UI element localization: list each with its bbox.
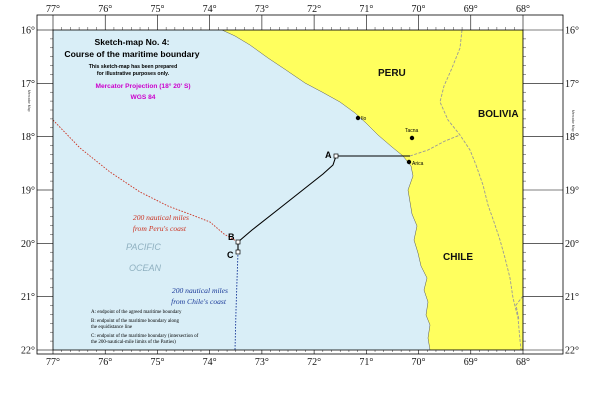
longitude-label-top: 76° xyxy=(98,4,112,15)
latitude-label-left: 20° xyxy=(21,239,35,250)
latitude-label-left: 16° xyxy=(21,26,35,37)
longitude-label-top: 71° xyxy=(359,4,373,15)
latitude-label-left: 22° xyxy=(21,346,35,357)
city-label-arica: Arica xyxy=(412,161,424,167)
bolivia-chile-border xyxy=(475,164,522,350)
longitude-label-top: 73° xyxy=(255,4,269,15)
point-c-marker xyxy=(235,249,241,255)
latitude-label-right: 21° xyxy=(565,292,579,303)
latitude-label-left: 17° xyxy=(21,79,35,90)
note-line-2: for illustrative purposes only. xyxy=(97,71,170,77)
side-label-right: Mercator Map xyxy=(571,110,575,132)
map-title: Sketch-map No. 4: xyxy=(95,37,170,47)
arica-marker xyxy=(406,159,412,165)
map-subtitle: Course of the maritime boundary xyxy=(64,49,199,59)
latitude-label-right: 19° xyxy=(565,186,579,197)
projection-label: Mercator Projection (18° 20' S) xyxy=(95,82,190,90)
chile-200nm-limit xyxy=(234,251,239,350)
ilo-marker xyxy=(355,115,361,121)
longitude-label-top: 72° xyxy=(307,4,321,15)
point-b-label: B xyxy=(228,232,235,242)
peru-bolivia-border xyxy=(439,30,477,166)
latitude-label-right: 22° xyxy=(565,346,579,357)
latitude-label-left: 21° xyxy=(21,292,35,303)
peru-limit-label-line1: 200 nautical miles xyxy=(133,213,189,222)
chile-argentina-border xyxy=(515,295,523,321)
longitude-label-top: 75° xyxy=(150,4,164,15)
longitude-label-top: 68° xyxy=(516,4,530,15)
longitude-label-top: 74° xyxy=(203,4,217,15)
latitude-label-right: 18° xyxy=(565,132,579,143)
legend-c-line1: C: endpoint of the maritime boundary (in… xyxy=(91,334,199,339)
map-area xyxy=(53,30,523,350)
tacna-marker xyxy=(409,135,415,141)
longitude-label-top: 77° xyxy=(46,4,60,15)
longitude-label-bottom: 69° xyxy=(464,357,478,368)
note-line-1: This sketch-map has been prepared xyxy=(89,64,178,70)
legend-b-line1: B: endpoint of the maritime boundary alo… xyxy=(91,319,180,324)
country-label-bolivia: BOLIVIA xyxy=(478,109,519,120)
ocean-label-line2: OCEAN xyxy=(129,263,162,273)
peru-chile-border xyxy=(409,134,461,157)
longitude-label-bottom: 70° xyxy=(412,357,426,368)
longitude-label-top: 69° xyxy=(464,4,478,15)
datum-label: WGS 84 xyxy=(131,94,156,101)
point-a-label: A xyxy=(325,150,332,160)
longitude-label-bottom: 76° xyxy=(98,357,112,368)
city-label-tacna: Tacna xyxy=(405,128,419,134)
point-c-label: C xyxy=(227,250,234,260)
latitude-label-right: 16° xyxy=(565,26,579,37)
longitude-label-bottom: 77° xyxy=(46,357,60,368)
latitude-label-right: 20° xyxy=(565,239,579,250)
latitude-label-left: 18° xyxy=(21,132,35,143)
ocean-label-line1: PACIFIC xyxy=(126,242,161,252)
legend-b-line2: the equidistance line xyxy=(91,325,133,330)
latitude-label-right: 17° xyxy=(565,79,579,90)
graticule: 77° 77° 76° 76° 75° 75° 74° 74° 73° 73° 72° 72° 71° 7… xyxy=(21,4,579,368)
land-area xyxy=(221,30,523,350)
longitude-label-bottom: 71° xyxy=(359,357,373,368)
longitude-label-bottom: 75° xyxy=(150,357,164,368)
legend-c-line2: the 200-nautical-mile limits of the Part… xyxy=(91,340,176,345)
point-b-marker xyxy=(235,239,241,245)
peru-limit-label-line2: from Peru's coast xyxy=(133,224,187,233)
longitude-label-bottom: 73° xyxy=(255,357,269,368)
chile-limit-label-line1: 200 nautical miles xyxy=(172,286,228,295)
longitude-label-top: 70° xyxy=(412,4,426,15)
side-label-left: Mercator Map xyxy=(27,90,31,112)
country-label-chile: CHILE xyxy=(443,252,473,263)
chile-limit-label-line2: from Chile's coast xyxy=(171,297,227,306)
longitude-label-bottom: 68° xyxy=(516,357,530,368)
outer-frame xyxy=(36,14,564,355)
longitude-label-bottom: 72° xyxy=(307,357,321,368)
city-label-ilo: Ilo xyxy=(361,116,367,122)
latitude-label-left: 19° xyxy=(21,186,35,197)
country-label-peru: PERU xyxy=(378,68,406,79)
peru-200nm-limit xyxy=(53,119,239,243)
longitude-label-bottom: 74° xyxy=(203,357,217,368)
legend-a: A: endpoint of the agreed maritime bound… xyxy=(91,310,182,315)
point-a-marker xyxy=(333,153,339,159)
